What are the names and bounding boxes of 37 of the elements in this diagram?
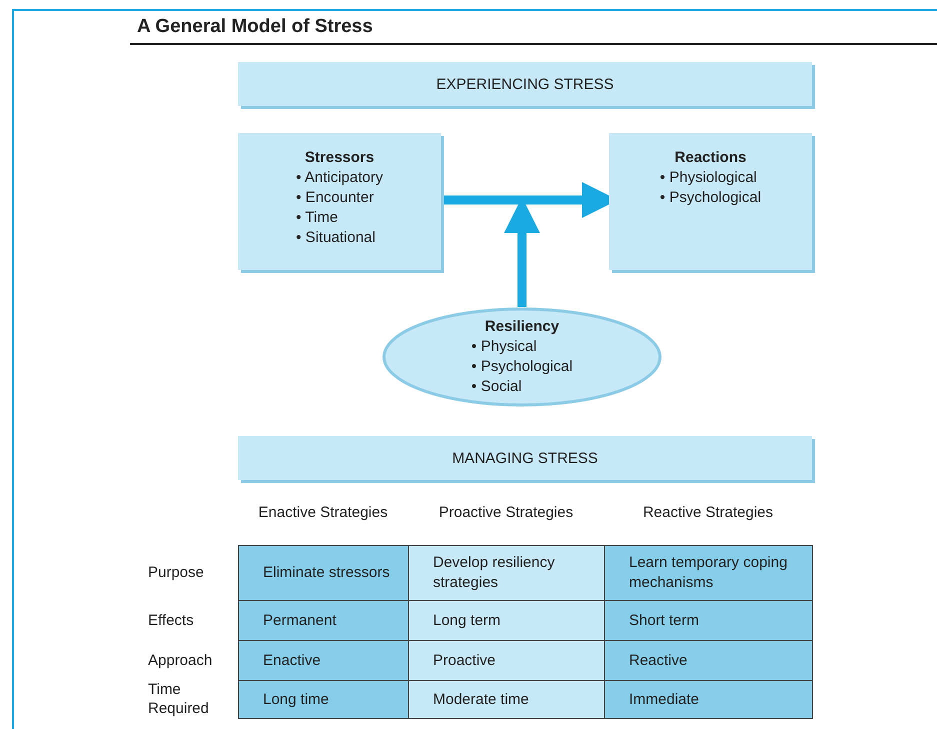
banner: MANAGING STRESS: [238, 436, 812, 480]
bullet-item: • Situational: [296, 228, 376, 248]
bullet-item: • Social: [471, 376, 523, 396]
table-cell: Proactive: [408, 640, 605, 681]
bullet-item: • Encounter: [296, 188, 375, 208]
oval-node: [382, 307, 662, 407]
row-header: Approach: [148, 650, 214, 670]
row-header: Time Required: [148, 680, 210, 718]
table-cell: Moderate time: [408, 680, 605, 719]
table-cell: Long time: [238, 680, 409, 719]
bullet-item: • Psychological: [660, 188, 762, 208]
column-header: Reactive Strategies: [642, 504, 774, 521]
process-box: [238, 133, 441, 270]
table-cell: Reactive: [604, 640, 813, 681]
bullet-item: • Psychological: [471, 356, 573, 376]
process-box: [609, 133, 812, 270]
row-header: Effects: [148, 610, 195, 630]
node-heading: Resiliency: [484, 318, 560, 334]
table-cell: Learn temporary coping mechanisms: [604, 545, 813, 601]
row-header: Purpose: [148, 563, 205, 583]
table-cell: Immediate: [604, 680, 813, 719]
column-header: Enactive Strategies: [257, 504, 389, 521]
table-cell: Permanent: [238, 600, 409, 641]
table-cell: Eliminate stressors: [238, 545, 409, 601]
bullet-item: • Time: [296, 208, 339, 228]
bullet-item: • Anticipatory: [296, 168, 383, 188]
banner: EXPERIENCING STRESS: [238, 62, 812, 106]
title: A General Model of Stress: [137, 16, 373, 38]
table-cell: Long term: [408, 600, 605, 641]
table-cell: Develop resiliency strategies: [408, 545, 605, 601]
table-cell: Short term: [604, 600, 813, 641]
column-header: Proactive Strategies: [438, 504, 574, 521]
node-heading: Reactions: [674, 149, 746, 166]
bullet-item: • Physiological: [660, 168, 758, 188]
table-cell: Enactive: [238, 640, 409, 681]
node-heading: Stressors: [304, 149, 374, 166]
bullet-item: • Physical: [471, 336, 538, 356]
